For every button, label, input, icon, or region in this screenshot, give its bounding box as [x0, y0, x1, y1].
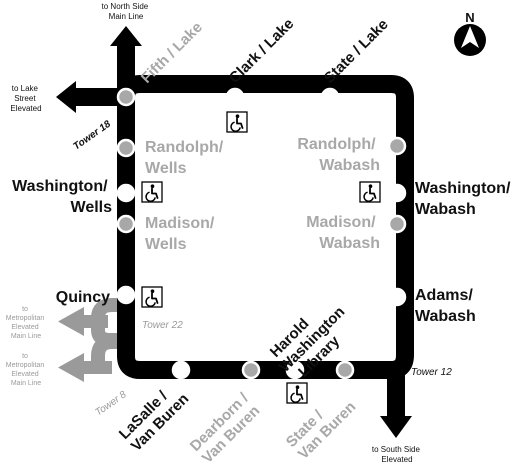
svg-text:N: N: [465, 10, 474, 25]
destination-metropolitan-1: to Metropolitan Elevated Main Line: [6, 306, 46, 340]
station-dot-madison-wells[interactable]: [116, 214, 136, 234]
station-label-washington-wells: Washington/ Wells: [12, 178, 112, 216]
north-side-branch: [110, 26, 142, 88]
destination-north-side: to North Side Main Line: [102, 2, 151, 21]
tower-12-label: Tower 12: [411, 367, 452, 378]
station-dot-randolph-wabash[interactable]: [387, 136, 407, 156]
station-dot-fifth-lake[interactable]: [116, 87, 136, 107]
tower-18-label: Tower 18: [71, 119, 113, 153]
tower-8-label: Tower 8: [93, 389, 129, 418]
wheelchair-icon: [141, 286, 163, 308]
metropolitan-branch-upper: [58, 298, 118, 347]
destination-metropolitan-2: to Metropolitan Elevated Main Line: [6, 353, 46, 387]
station-label-adams-wabash: Adams/ Wabash: [415, 287, 477, 325]
station-label-randolph-wells: Randolph/ Wells: [145, 139, 228, 177]
station-dot-state-vanburen[interactable]: [335, 360, 355, 380]
station-dot-randolph-wells[interactable]: [116, 138, 136, 158]
station-dot-adams-wabash[interactable]: [387, 287, 407, 307]
station-label-dearborn-vanburen: Dearborn / Van Buren: [187, 387, 267, 465]
tower-22-label: Tower 22: [142, 320, 183, 331]
station-dot-clark-lake[interactable]: [225, 87, 245, 107]
station-dot-washington-wabash[interactable]: [387, 183, 407, 203]
destination-south-side: to South Side Elevated: [372, 445, 422, 464]
station-label-madison-wells: Madison/ Wells: [145, 215, 219, 253]
station-dot-madison-wabash[interactable]: [387, 214, 407, 234]
station-label-madison-wabash: Madison/ Wabash: [306, 214, 380, 252]
north-arrow-icon: N: [454, 10, 486, 56]
station-dot-washington-wells[interactable]: [116, 183, 136, 203]
station-label-quincy: Quincy: [56, 289, 110, 306]
metropolitan-branch-lower: [58, 335, 118, 382]
wheelchair-icon: [359, 181, 381, 203]
wheelchair-icon: [226, 111, 248, 133]
station-dot-lasalle-vanburen[interactable]: [171, 360, 191, 380]
lake-street-branch: [56, 81, 124, 113]
station-dot-dearborn-vanburen[interactable]: [241, 360, 261, 380]
station-label-randolph-wabash: Randolph/ Wabash: [297, 136, 380, 174]
wheelchair-icon: [141, 181, 163, 203]
station-dot-quincy[interactable]: [116, 285, 136, 305]
south-side-branch: [380, 362, 412, 438]
wheelchair-icon: [286, 382, 308, 404]
station-dot-state-lake[interactable]: [320, 87, 340, 107]
station-dot-harold-washington[interactable]: [285, 360, 305, 380]
station-label-washington-wabash: Washington/ Wabash: [415, 180, 515, 218]
station-label-lasalle-vanburen: LaSalle / Van Buren: [116, 378, 193, 455]
destination-lake-street: to Lake Street Elevated: [10, 84, 41, 113]
